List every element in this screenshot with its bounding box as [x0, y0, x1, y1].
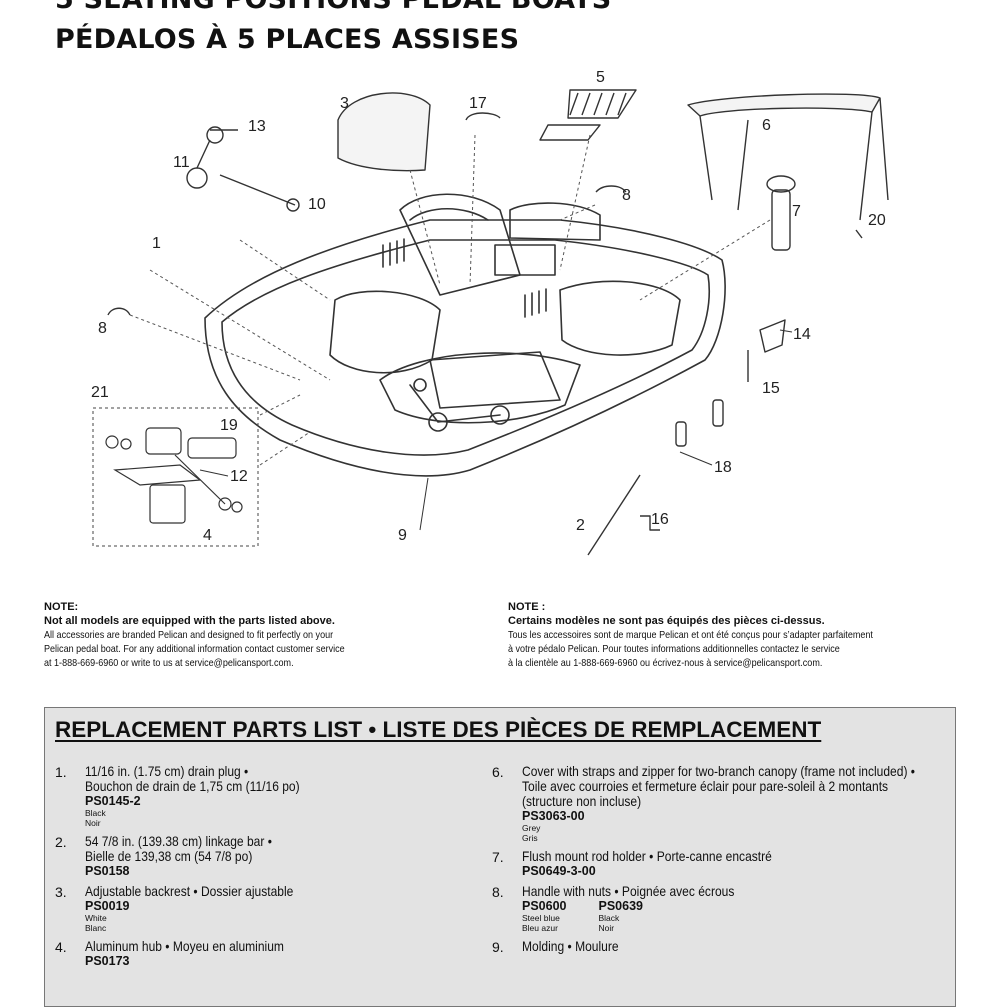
- callout-6: 6: [762, 117, 771, 134]
- callout-18: 18: [714, 459, 732, 476]
- note-heading-fr: NOTE :: [508, 601, 546, 613]
- note-line2-fr: à votre pédalo Pelican. Pour toutes info…: [508, 643, 840, 655]
- part-color-fr: Gris: [522, 833, 538, 843]
- part-description: Molding • Moulure: [522, 938, 619, 954]
- note-french: NOTE : Certains modèles ne sont pas équi…: [508, 600, 948, 670]
- callout-4: 4: [203, 527, 212, 544]
- note-line1-en: All accessories are branded Pelican and …: [44, 629, 334, 641]
- part-color-fr: Blanc: [85, 923, 107, 933]
- part-code: PS0173: [85, 954, 130, 968]
- page-title-en: 5 SEATING POSITIONS PEDAL BOATS: [55, 0, 611, 15]
- part-code: PS3063-00: [522, 809, 585, 823]
- part-description: Adjustable backrest • Dossier ajustable: [85, 883, 294, 899]
- part-color-fr: Noir: [598, 923, 615, 933]
- callout-3: 3: [340, 95, 349, 112]
- callout-2: 2: [576, 517, 585, 534]
- part-number: 9.: [492, 939, 504, 955]
- part-number: 6.: [492, 764, 504, 780]
- part-number: 8.: [492, 884, 504, 900]
- note-line2-en: Pelican pedal boat. For any additional i…: [44, 643, 345, 655]
- part-description: 11/16 in. (1.75 cm) drain plug •: [85, 763, 249, 779]
- part-item-4: 4. Aluminum hub • Moyeu en aluminium PS0…: [55, 938, 475, 969]
- part-item-9: 9. Molding • Moulure: [492, 938, 942, 956]
- part-number: 2.: [55, 834, 67, 850]
- replacement-parts-panel: REPLACEMENT PARTS LIST • LISTE DES PIÈCE…: [44, 707, 956, 1007]
- part-variant-2: PS0639 Black Noir: [598, 899, 642, 933]
- part-item-2: 2. 54 7/8 in. (139.38 cm) linkage bar • …: [55, 833, 475, 879]
- part-color-en: Grey: [522, 823, 541, 833]
- callout-9: 9: [398, 527, 407, 544]
- part-color-en: Black: [598, 913, 620, 923]
- callout-21: 21: [91, 384, 109, 401]
- parts-list-heading: REPLACEMENT PARTS LIST • LISTE DES PIÈCE…: [55, 717, 822, 742]
- hull-outline: [204, 219, 726, 477]
- callout-1: 1: [152, 235, 161, 252]
- callout-14: 14: [793, 326, 811, 343]
- part-number: 3.: [55, 884, 67, 900]
- part-item-7: 7. Flush mount rod holder • Porte-canne …: [492, 848, 942, 879]
- callout-16: 16: [651, 511, 669, 528]
- parts-column-left: 1. 11/16 in. (1.75 cm) drain plug • Bouc…: [55, 764, 475, 974]
- parts-column-right: 6. Cover with straps and zipper for two-…: [492, 764, 942, 960]
- callout-19: 19: [220, 417, 238, 434]
- part-color-en: Steel blue: [522, 913, 560, 923]
- part-description: Handle with nuts • Poignée avec écrous: [522, 883, 735, 899]
- part-description: Flush mount rod holder • Porte-canne enc…: [522, 848, 772, 864]
- callout-11: 11: [173, 154, 190, 171]
- part-color-fr: Bleu azur: [522, 923, 558, 933]
- part-description: Aluminum hub • Moyeu en aluminium: [85, 938, 284, 954]
- note-bold-en: Not all models are equipped with the par…: [44, 615, 335, 627]
- callout-15: 15: [762, 380, 780, 397]
- part-item-3: 3. Adjustable backrest • Dossier ajustab…: [55, 883, 475, 934]
- part-code: PS0158: [85, 864, 130, 878]
- part-color-en: Black: [85, 808, 106, 818]
- part-color-fr: Noir: [85, 818, 101, 828]
- note-heading-en: NOTE:: [44, 601, 79, 613]
- part-code: PS0145-2: [85, 794, 141, 808]
- part-variant-1: PS0600 Steel blue Bleu azur: [522, 899, 566, 933]
- note-bold-fr: Certains modèles ne sont pas équipés des…: [508, 615, 825, 627]
- part-color-en: White: [85, 913, 107, 923]
- part-item-6: 6. Cover with straps and zipper for two-…: [492, 763, 942, 844]
- part-description-fr: Bielle de 139,38 cm (54 7/8 po): [85, 848, 253, 864]
- callout-12: 12: [230, 468, 248, 485]
- part-item-8: 8. Handle with nuts • Poignée avec écrou…: [492, 883, 942, 934]
- callout-5: 5: [596, 69, 605, 86]
- part-description: Cover with straps and zipper for two-bra…: [522, 763, 916, 779]
- part-code: PS0600: [522, 899, 567, 913]
- part-variants: PS0600 Steel blue Bleu azur PS0639 Black…: [522, 899, 942, 933]
- note-english: NOTE: Not all models are equipped with t…: [44, 600, 484, 670]
- callout-17: 17: [469, 95, 487, 112]
- callout-20: 20: [868, 212, 886, 229]
- callout-10: 10: [308, 196, 326, 213]
- part-description: 54 7/8 in. (139.38 cm) linkage bar •: [85, 833, 272, 849]
- callout-7: 7: [792, 203, 801, 220]
- part-number: 7.: [492, 849, 504, 865]
- note-line3-fr: à la clientèle au 1-888-669-6960 ou écri…: [508, 657, 823, 669]
- callout-13: 13: [248, 118, 266, 135]
- part-code: PS0649-3-00: [522, 864, 596, 878]
- part-description-fr: Toile avec courroies et fermeture éclair…: [522, 778, 889, 794]
- part-item-1: 1. 11/16 in. (1.75 cm) drain plug • Bouc…: [55, 763, 475, 829]
- part-number: 1.: [55, 764, 67, 780]
- part-number: 4.: [55, 939, 67, 955]
- part-description-fr: Bouchon de drain de 1,75 cm (11/16 po): [85, 778, 300, 794]
- note-line3-en: at 1-888-669-6960 or write to us at serv…: [44, 657, 294, 669]
- part-description-fr-cont: (structure non incluse): [522, 793, 642, 809]
- part-code: PS0639: [598, 899, 643, 913]
- part-code: PS0019: [85, 899, 130, 913]
- page-title-fr: PÉDALOS À 5 PLACES ASSISES: [55, 24, 520, 55]
- note-line1-fr: Tous les accessoires sont de marque Peli…: [508, 629, 873, 641]
- callout-8a: 8: [622, 187, 631, 204]
- callout-8b: 8: [98, 320, 107, 337]
- exploded-parts-diagram: 1 2 3 4 5 6 7 8 8 9 10 11 12 13 14 15 16…: [91, 69, 889, 556]
